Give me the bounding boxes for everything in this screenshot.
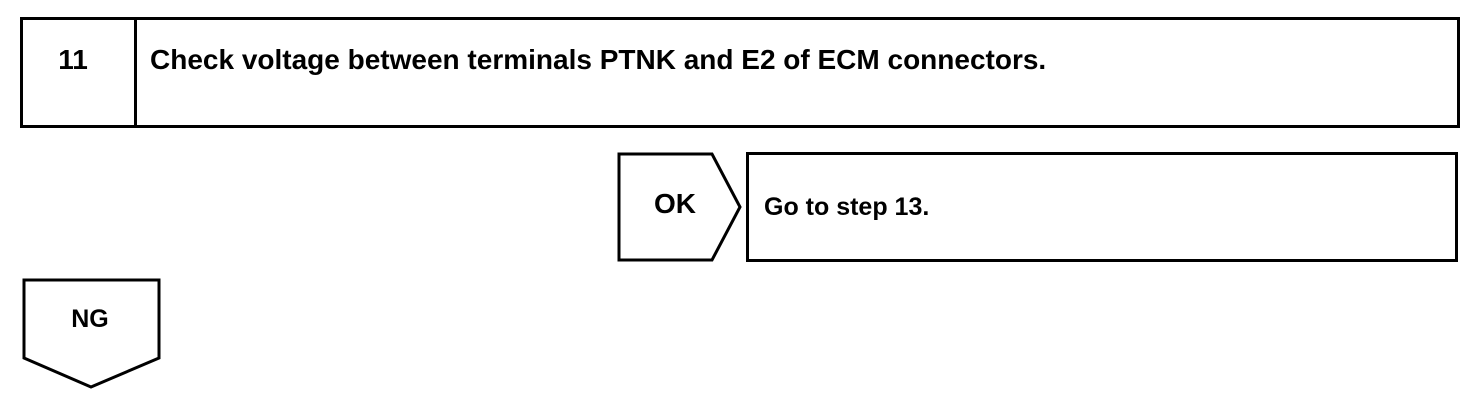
ok-result-box: Go to step 13. bbox=[746, 152, 1458, 262]
ok-label: OK bbox=[654, 188, 696, 219]
step-number-cell: 11 bbox=[23, 20, 137, 125]
ok-result-text: Go to step 13. bbox=[764, 193, 930, 221]
ok-arrow-icon bbox=[617, 152, 742, 262]
step-title: Check voltage between terminals PTNK and… bbox=[150, 44, 1047, 75]
ng-arrow-icon bbox=[22, 278, 161, 389]
step-number: 11 bbox=[58, 44, 88, 75]
step-box: 11 Check voltage between terminals PTNK … bbox=[20, 17, 1460, 128]
ng-label: NG bbox=[71, 305, 109, 333]
